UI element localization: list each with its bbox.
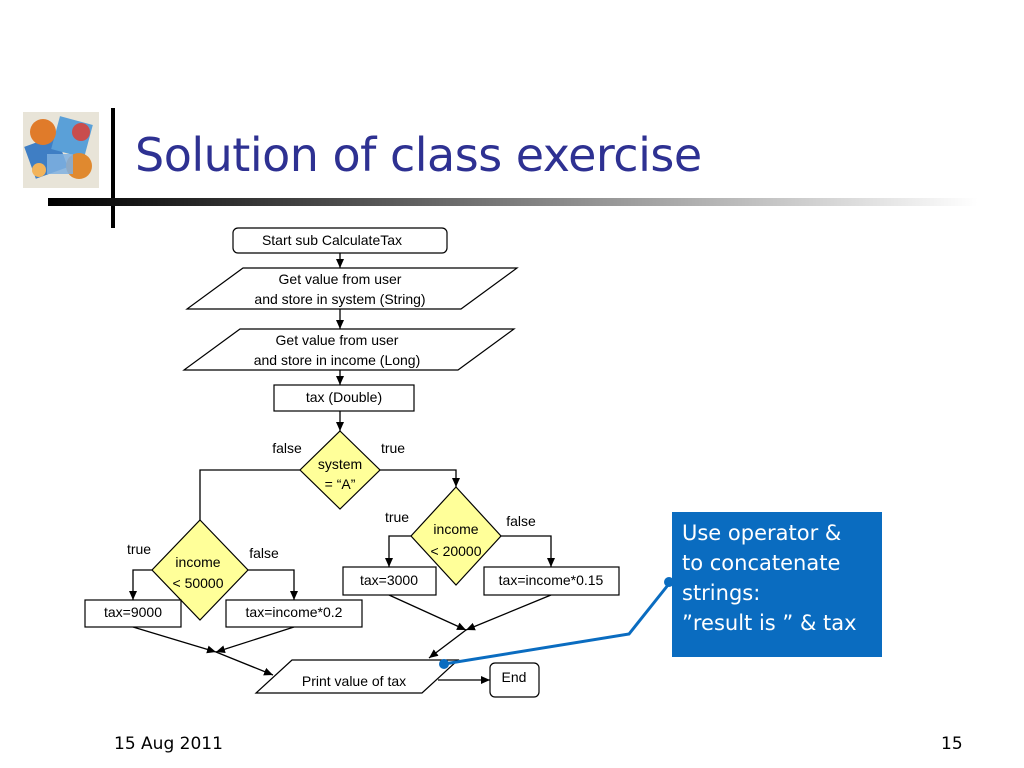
page-title: Solution of class exercise <box>135 128 702 182</box>
decision-income-50000-true-label: true <box>127 541 151 557</box>
title-horizontal-rule <box>48 198 978 206</box>
declare-tax-label: tax (Double) <box>306 389 382 405</box>
arrow-right-merge-to-print <box>428 629 467 659</box>
decision-income-20000-line-1: income <box>433 521 478 537</box>
decision-income-50000-line-2: < 50000 <box>173 575 224 591</box>
input-income-shape <box>182 328 516 371</box>
callout-connector-end-dot <box>664 577 674 587</box>
start-label: Start sub CalculateTax <box>262 232 402 248</box>
assign-9000-label: tax=9000 <box>104 604 162 620</box>
input-system-line-2: and store in system (String) <box>254 291 425 307</box>
decision-income-50000-shape <box>151 519 249 621</box>
arrow-tax9000-merge <box>132 626 217 654</box>
input-income-line-2: and store in income (Long) <box>254 352 421 368</box>
assign-3000-box <box>342 566 437 596</box>
slide-logo-icon <box>23 112 99 188</box>
callout-box: Use operator & to concatenate strings: ”… <box>672 512 882 657</box>
arrow-taxincome02-merge <box>215 626 295 654</box>
decision-system-false-label: false <box>272 440 302 456</box>
decision-system-line-1: system <box>318 456 362 472</box>
footer-date: 15 Aug 2011 <box>114 734 223 754</box>
assign-income-015-label: tax=income*0.15 <box>499 572 604 588</box>
input-income-line-1: Get value from user <box>276 332 399 348</box>
assign-income-015-box <box>483 566 620 596</box>
arrow-left-merge-to-print <box>215 651 274 676</box>
callout-line: ”result is ” & tax <box>682 611 857 635</box>
decision-system-true-label: true <box>381 440 405 456</box>
callout-line: strings: <box>682 581 761 605</box>
decision-income-20000-true-label: true <box>385 509 409 525</box>
arrow-taxincome015-merge <box>465 594 552 631</box>
decision-income-20000-line-2: < 20000 <box>431 543 482 559</box>
assign-3000-label: tax=3000 <box>360 572 418 588</box>
decision-income-50000-false-label: false <box>249 545 279 561</box>
assign-income-02-box <box>225 599 363 628</box>
callout-line: to concatenate <box>682 551 841 575</box>
end-terminator <box>489 662 540 698</box>
decision-system-shape <box>299 430 381 510</box>
page-number: 15 <box>941 734 963 754</box>
arrow-decision-system-false <box>196 469 300 540</box>
callout-connector-start-dot <box>439 659 449 669</box>
flow-connectors <box>129 253 555 684</box>
output-label: Print value of tax <box>302 673 406 689</box>
input-system-line-1: Get value from user <box>279 271 402 287</box>
arrow-decision-system-true <box>380 469 460 487</box>
assign-income-02-label: tax=income*0.2 <box>246 604 343 620</box>
arrow-decision-50000-false <box>248 569 298 600</box>
decision-income-20000-shape <box>410 486 502 586</box>
end-label: End <box>502 669 527 685</box>
decision-income-50000-line-1: income <box>175 554 220 570</box>
decision-system-line-2: = “A” <box>325 476 356 492</box>
callout-line: Use operator & <box>682 521 842 545</box>
decision-income-20000-false-label: false <box>506 513 536 529</box>
output-shape <box>254 659 460 694</box>
declare-tax-box <box>273 384 415 412</box>
arrow-tax3000-merge <box>388 594 467 631</box>
arrow-decision-50000-true <box>129 569 152 600</box>
arrow-decision-20000-true <box>385 535 411 567</box>
arrow-decision-20000-false <box>501 535 555 567</box>
input-system-shape <box>185 267 519 310</box>
callout-connector <box>443 579 674 666</box>
start-terminator <box>232 227 448 254</box>
assign-9000-box <box>84 599 182 628</box>
